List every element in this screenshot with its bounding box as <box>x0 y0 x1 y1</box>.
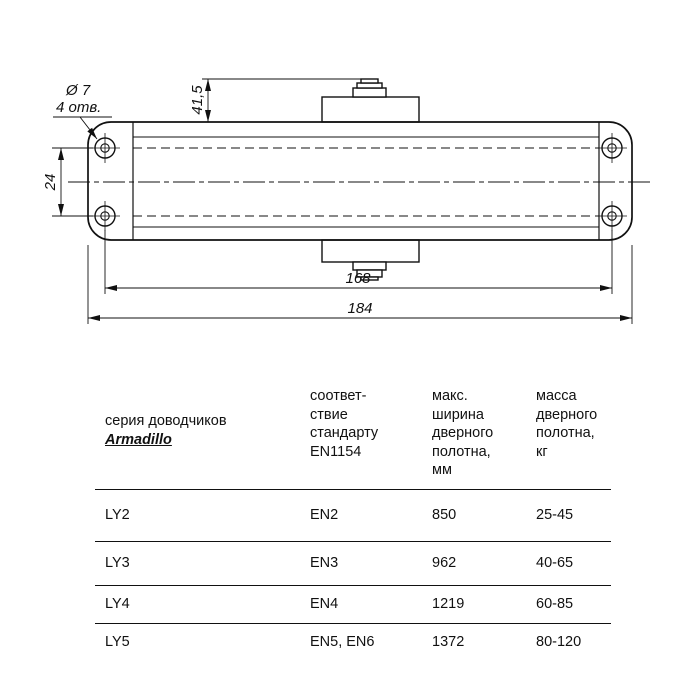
mass-cell: 40-65 <box>536 555 574 572</box>
hole-callout: Ø 7 4 отв. <box>53 82 112 140</box>
table-header-row: серия доводчиков Armadillo соответ- стви… <box>95 382 611 490</box>
series-cell: LY3 <box>105 555 130 572</box>
standard-cell: EN3 <box>310 555 339 572</box>
dim-overall: 184 <box>87 245 633 324</box>
max-width-cell: 1372 <box>432 633 465 650</box>
series-cell: LY4 <box>105 596 130 613</box>
dim-overall-label: 184 <box>347 300 372 317</box>
mounting-hole-top-right <box>597 133 627 163</box>
dim-hole-span: 168 <box>104 230 613 294</box>
table-row: LY2 EN2 850 25-45 <box>95 490 611 542</box>
table-row: LY4 EN4 1219 60-85 <box>95 586 611 624</box>
header-series-label: серия доводчиков <box>105 413 227 429</box>
max-width-cell: 850 <box>432 507 457 524</box>
mass-cell: 25-45 <box>536 507 574 524</box>
max-width-cell: 1219 <box>432 596 465 613</box>
mounting-hole-bottom-left <box>90 201 120 231</box>
series-cell: LY2 <box>105 507 130 524</box>
dim-hole-spacing-label: 24 <box>42 174 59 192</box>
hole-diameter-label: Ø 7 <box>65 82 91 99</box>
bottom-pinion <box>321 239 420 281</box>
table-row: LY5 EN5, EN6 1372 80-120 <box>95 624 611 660</box>
closer-body <box>87 121 633 241</box>
header-mass: масса дверного полотна, кг <box>536 388 598 460</box>
header-series-brand: Armadillo <box>105 431 172 448</box>
max-width-cell: 962 <box>432 555 457 572</box>
standard-cell: EN2 <box>310 507 339 524</box>
header-standard: соответ- ствие стандарту EN1154 <box>310 388 379 460</box>
technical-drawing: 41,5 Ø 7 4 отв. 24 168 184 <box>42 78 650 324</box>
standard-cell: EN4 <box>310 596 339 613</box>
hole-count-label: 4 отв. <box>56 99 101 116</box>
dim-hole-span-label: 168 <box>345 270 371 287</box>
header-series: серия доводчиков Armadillo <box>95 382 300 489</box>
mounting-hole-top-left <box>90 133 120 163</box>
table-row: LY3 EN3 962 40-65 <box>95 542 611 586</box>
mounting-holes <box>90 133 627 231</box>
dim-hole-spacing: 24 <box>42 147 93 217</box>
dim-height: 41,5 <box>189 78 361 122</box>
mass-cell: 80-120 <box>536 633 582 650</box>
series-cell: LY5 <box>105 633 130 650</box>
spec-table: серия доводчиков Armadillo соответ- стви… <box>95 382 611 660</box>
top-pinion <box>321 78 420 123</box>
mounting-hole-bottom-right <box>597 201 627 231</box>
mass-cell: 60-85 <box>536 596 574 613</box>
standard-cell: EN5, EN6 <box>310 633 375 650</box>
header-max-width: макс. ширина дверного полотна, мм <box>432 388 494 478</box>
dim-height-label: 41,5 <box>189 85 206 115</box>
